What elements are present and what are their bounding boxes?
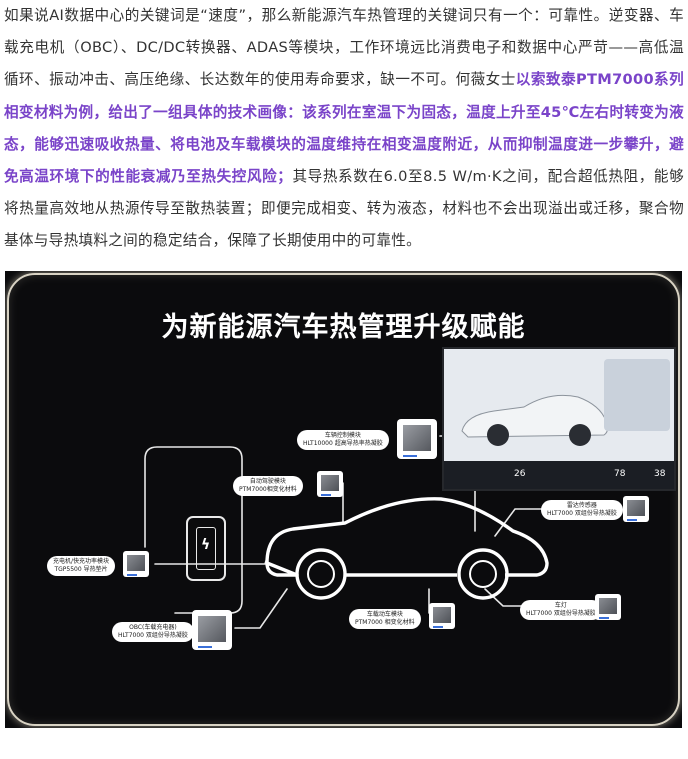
- screen-readout-2: 78: [614, 469, 626, 479]
- label-controller-material: HLT10000 超高导热率热凝胶: [303, 440, 383, 447]
- label-lamp: 车灯 HLT7000 双组份导热凝胶: [520, 600, 602, 620]
- label-controller: 车辆控制模块 HLT10000 超高导热率热凝胶: [297, 430, 389, 450]
- material-sample-lamp: [595, 594, 621, 620]
- lightning-icon: ϟ: [201, 537, 211, 553]
- screen-side-panel: [604, 359, 670, 431]
- label-adas: 自动驾驶模块 PTM7000相变化材料: [233, 476, 303, 496]
- label-obc-name: OBC(车载充电器): [129, 624, 177, 631]
- material-sample-adas: [317, 471, 343, 497]
- material-sample-charger: [123, 551, 149, 577]
- screen-bottom-bar: 26 78 38: [444, 461, 674, 489]
- label-radar-name: 雷达传感器: [566, 502, 597, 509]
- label-adas-material: PTM7000相变化材料: [239, 486, 297, 493]
- label-battery-module: 车载动车模块 PTM7000 相变化材料: [349, 609, 421, 629]
- material-sample-radar: [623, 496, 649, 522]
- battery-cell-icon: ϟ: [196, 527, 216, 570]
- screen-readout-1: 26: [514, 469, 526, 479]
- label-radar: 雷达传感器 HLT7000 双组份导热凝胶: [541, 500, 623, 520]
- car-outline: [265, 497, 549, 600]
- label-battery-material: PTM7000 相变化材料: [355, 619, 415, 626]
- dashboard-screen-image: 26 78 38: [442, 347, 676, 491]
- battery-icon: ϟ: [186, 516, 226, 581]
- article-paragraph: 如果说AI数据中心的关键词是“速度”，那么新能源汽车热管理的关键词只有一个：可靠…: [4, 0, 684, 258]
- label-lamp-name: 车灯: [554, 602, 567, 609]
- screen-car-icon: [461, 394, 609, 446]
- screen-readout-3: 38: [654, 469, 666, 479]
- label-charger-name: 充电机/快充功率模块: [53, 558, 110, 565]
- label-lamp-material: HLT7000 双组份导热凝胶: [526, 610, 596, 617]
- label-battery-name: 车载动车模块: [366, 611, 403, 618]
- label-charger-material: TGP5500 导热垫片: [54, 566, 108, 573]
- label-obc: OBC(车载充电器) HLT7000 双组份导热凝胶: [112, 622, 194, 642]
- label-adas-name: 自动驾驶模块: [249, 478, 286, 485]
- material-sample-obc: [192, 610, 232, 650]
- article-text-intro: 如果说AI数据中心的关键词是“速度”，那么新能源汽车热管理的关键词只有一个：可靠…: [4, 7, 684, 89]
- infographic-image: 为新能源汽车热管理升级赋能: [5, 271, 682, 728]
- infographic-title: 为新能源汽车热管理升级赋能: [161, 312, 526, 343]
- material-sample-battery: [429, 603, 455, 629]
- label-controller-name: 车辆控制模块: [324, 432, 361, 439]
- material-sample-controller: [397, 419, 437, 459]
- glowing-frame: [7, 273, 680, 726]
- article-text-outro: 其导热系数在6.0至8.5 W/m·K之间，配合超低热阻，能够将热量高效地从热源…: [4, 168, 684, 250]
- article-text-highlight: 以索致泰PTM7000系列相变材料为例，给出了一组具体的技术画像：该系列在室温下…: [4, 71, 685, 186]
- label-radar-material: HLT7000 双组份导热凝胶: [547, 510, 617, 517]
- label-obc-material: HLT7000 双组份导热凝胶: [118, 632, 188, 639]
- label-charger: 充电机/快充功率模块 TGP5500 导热垫片: [47, 556, 116, 576]
